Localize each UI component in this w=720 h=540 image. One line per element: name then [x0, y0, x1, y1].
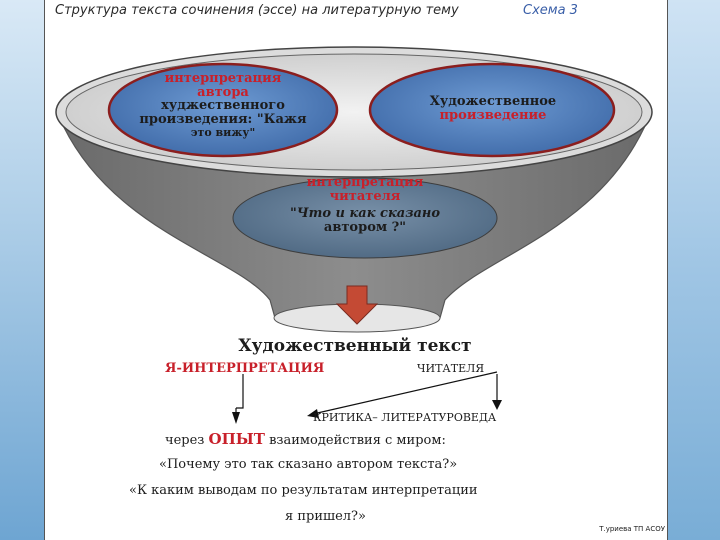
down-arrow-icon: [335, 285, 379, 325]
reader-interpretation-ellipse: [232, 177, 498, 259]
reader-interpretation-dark-line-2: автором ?": [323, 219, 407, 235]
experience-highlight: ОПЫТ: [208, 430, 265, 448]
experience-line: через ОПЫТ взаимодействия с миром:: [165, 430, 525, 448]
artwork-ellipse: [368, 62, 616, 158]
author-credit: Т.уриева ТП АСОУ: [599, 525, 665, 533]
connector-arrowhead-diagonal: [307, 409, 319, 418]
diagram-scheme-label: Схема 3: [523, 3, 578, 18]
left-background-strip: [0, 0, 46, 540]
question-line-conclusions-end: я пришел?»: [285, 509, 366, 524]
reader-interpretation-dark-line-1: "Что и как сказано: [289, 206, 441, 222]
funnel-diagram: [55, 46, 653, 424]
experience-line-prefix: через: [165, 433, 205, 448]
connector-line-diagonal: [312, 371, 498, 415]
ya-interpretation-label: Я-ИНТЕРПРЕТАЦИЯ: [165, 361, 325, 376]
connector-arrowhead-right: [492, 400, 502, 410]
reader-interpretation-red-line-2: читателя: [329, 188, 401, 204]
author-interpretation-dark-line-2: произведения: "Кажя: [139, 111, 307, 127]
reader-label: ЧИТАТЕЛЯ: [417, 362, 485, 375]
artwork-dark-line: Художественное: [429, 94, 557, 109]
diagram-header-title: Структура текста сочинения (эссе) на лит…: [55, 3, 459, 18]
author-interpretation-ellipse: [107, 62, 339, 158]
connector-line-left: [236, 374, 244, 409]
question-line-conclusions: «К каким выводам по результатам интерпре…: [129, 483, 478, 498]
experience-line-suffix: взаимодействия с миром:: [269, 433, 446, 448]
artwork-text: Художественное произведение: [395, 95, 591, 122]
author-interpretation-dark-line-3: это вижу": [190, 125, 256, 139]
artwork-red-line: произведение: [439, 107, 547, 123]
slide-panel: Структура текста сочинения (эссе) на лит…: [44, 0, 668, 540]
author-interpretation-text: интерпретация автора худжественного прои…: [125, 72, 321, 138]
right-background-strip: [666, 0, 720, 540]
author-interpretation-red-line-1: интерпретация: [164, 71, 282, 86]
author-interpretation-dark-line-1: худжественного: [161, 98, 285, 114]
question-line-why: «Почему это так сказано автором текста?»: [159, 457, 458, 472]
critic-label: КРИТИКА– ЛИТЕРАТУРОВЕДА: [313, 411, 497, 424]
author-interpretation-red-line-2: автора: [197, 84, 249, 100]
reader-interpretation-red-line-1: интерпретация: [306, 175, 424, 190]
artistic-text-heading: Художественный текст: [238, 336, 472, 356]
connector-arrowhead-left: [232, 412, 240, 424]
reader-interpretation-text: интерпретация читателя "Что и как сказан…: [265, 176, 465, 235]
